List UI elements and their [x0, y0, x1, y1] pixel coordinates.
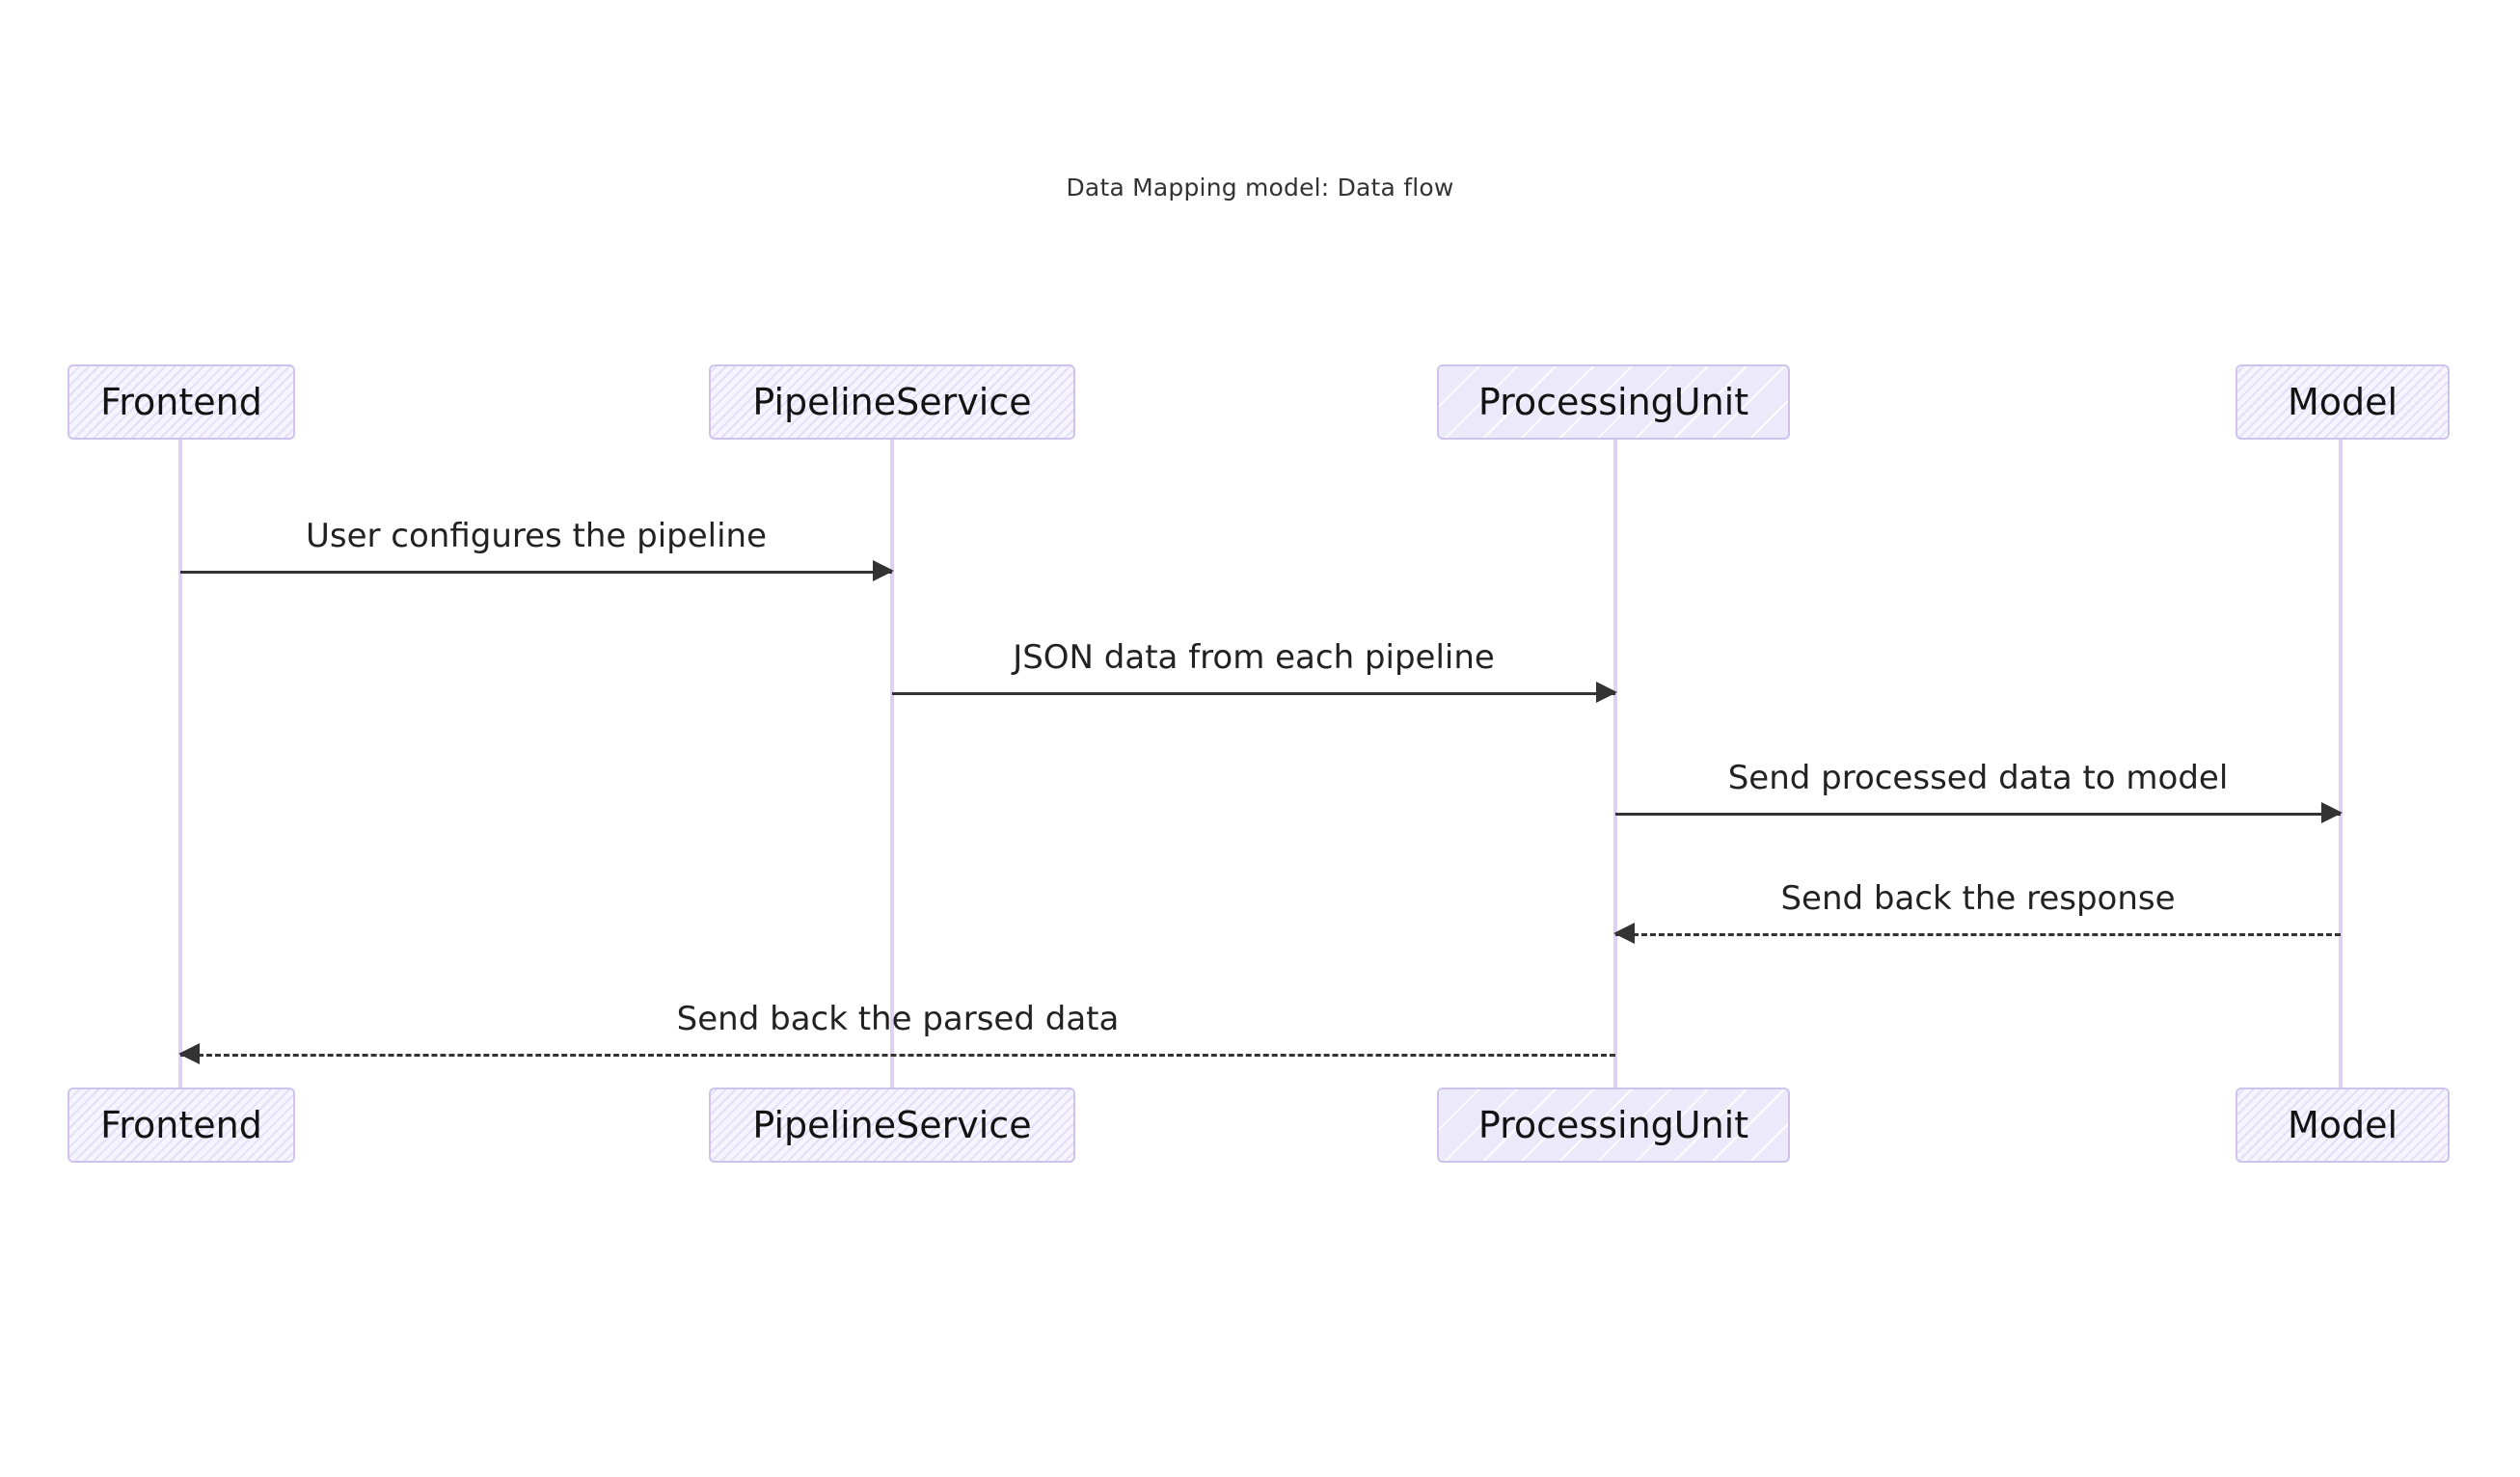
message-line — [1615, 933, 2341, 936]
lifeline-processingunit — [1613, 439, 1617, 1088]
participant-model-bottom[interactable]: Model — [2235, 1088, 2450, 1163]
participant-model-top[interactable]: Model — [2235, 364, 2450, 440]
lifeline-frontend — [178, 439, 182, 1088]
participant-label: Model — [2287, 381, 2398, 423]
message-line — [180, 1054, 1615, 1057]
participant-frontend-bottom[interactable]: Frontend — [68, 1088, 295, 1163]
lifeline-pipelineservice — [890, 439, 894, 1088]
message-line — [1615, 813, 2341, 816]
message-line — [180, 571, 892, 574]
lifeline-model — [2339, 439, 2343, 1088]
message-label: Send back the response — [1780, 879, 2176, 918]
arrowhead-right-icon — [1596, 682, 1617, 703]
participant-processingunit-bottom[interactable]: ProcessingUnit — [1437, 1088, 1790, 1163]
arrowhead-left-icon — [1613, 923, 1635, 944]
arrowhead-right-icon — [873, 560, 894, 581]
participant-pipelineservice-bottom[interactable]: PipelineService — [709, 1088, 1075, 1163]
participant-label: Frontend — [100, 381, 262, 423]
arrowhead-right-icon — [2321, 802, 2343, 823]
participant-pipelineservice-top[interactable]: PipelineService — [709, 364, 1075, 440]
message-label: Send back the parsed data — [676, 1000, 1120, 1038]
message-label: Send processed data to model — [1727, 759, 2229, 797]
message-line — [892, 692, 1615, 695]
participant-label: Frontend — [100, 1104, 262, 1146]
participant-label: Model — [2287, 1104, 2398, 1146]
message-label: JSON data from each pipeline — [1013, 638, 1495, 677]
participant-processingunit-top[interactable]: ProcessingUnit — [1437, 364, 1790, 440]
diagram-title: Data Mapping model: Data flow — [1066, 174, 1454, 201]
participant-label: ProcessingUnit — [1477, 381, 1749, 423]
participant-label: PipelineService — [752, 381, 1032, 423]
arrowhead-left-icon — [178, 1043, 200, 1064]
participant-label: PipelineService — [752, 1104, 1032, 1146]
participant-label: ProcessingUnit — [1477, 1104, 1749, 1146]
participant-frontend-top[interactable]: Frontend — [68, 364, 295, 440]
message-label: User configures the pipeline — [305, 517, 768, 555]
